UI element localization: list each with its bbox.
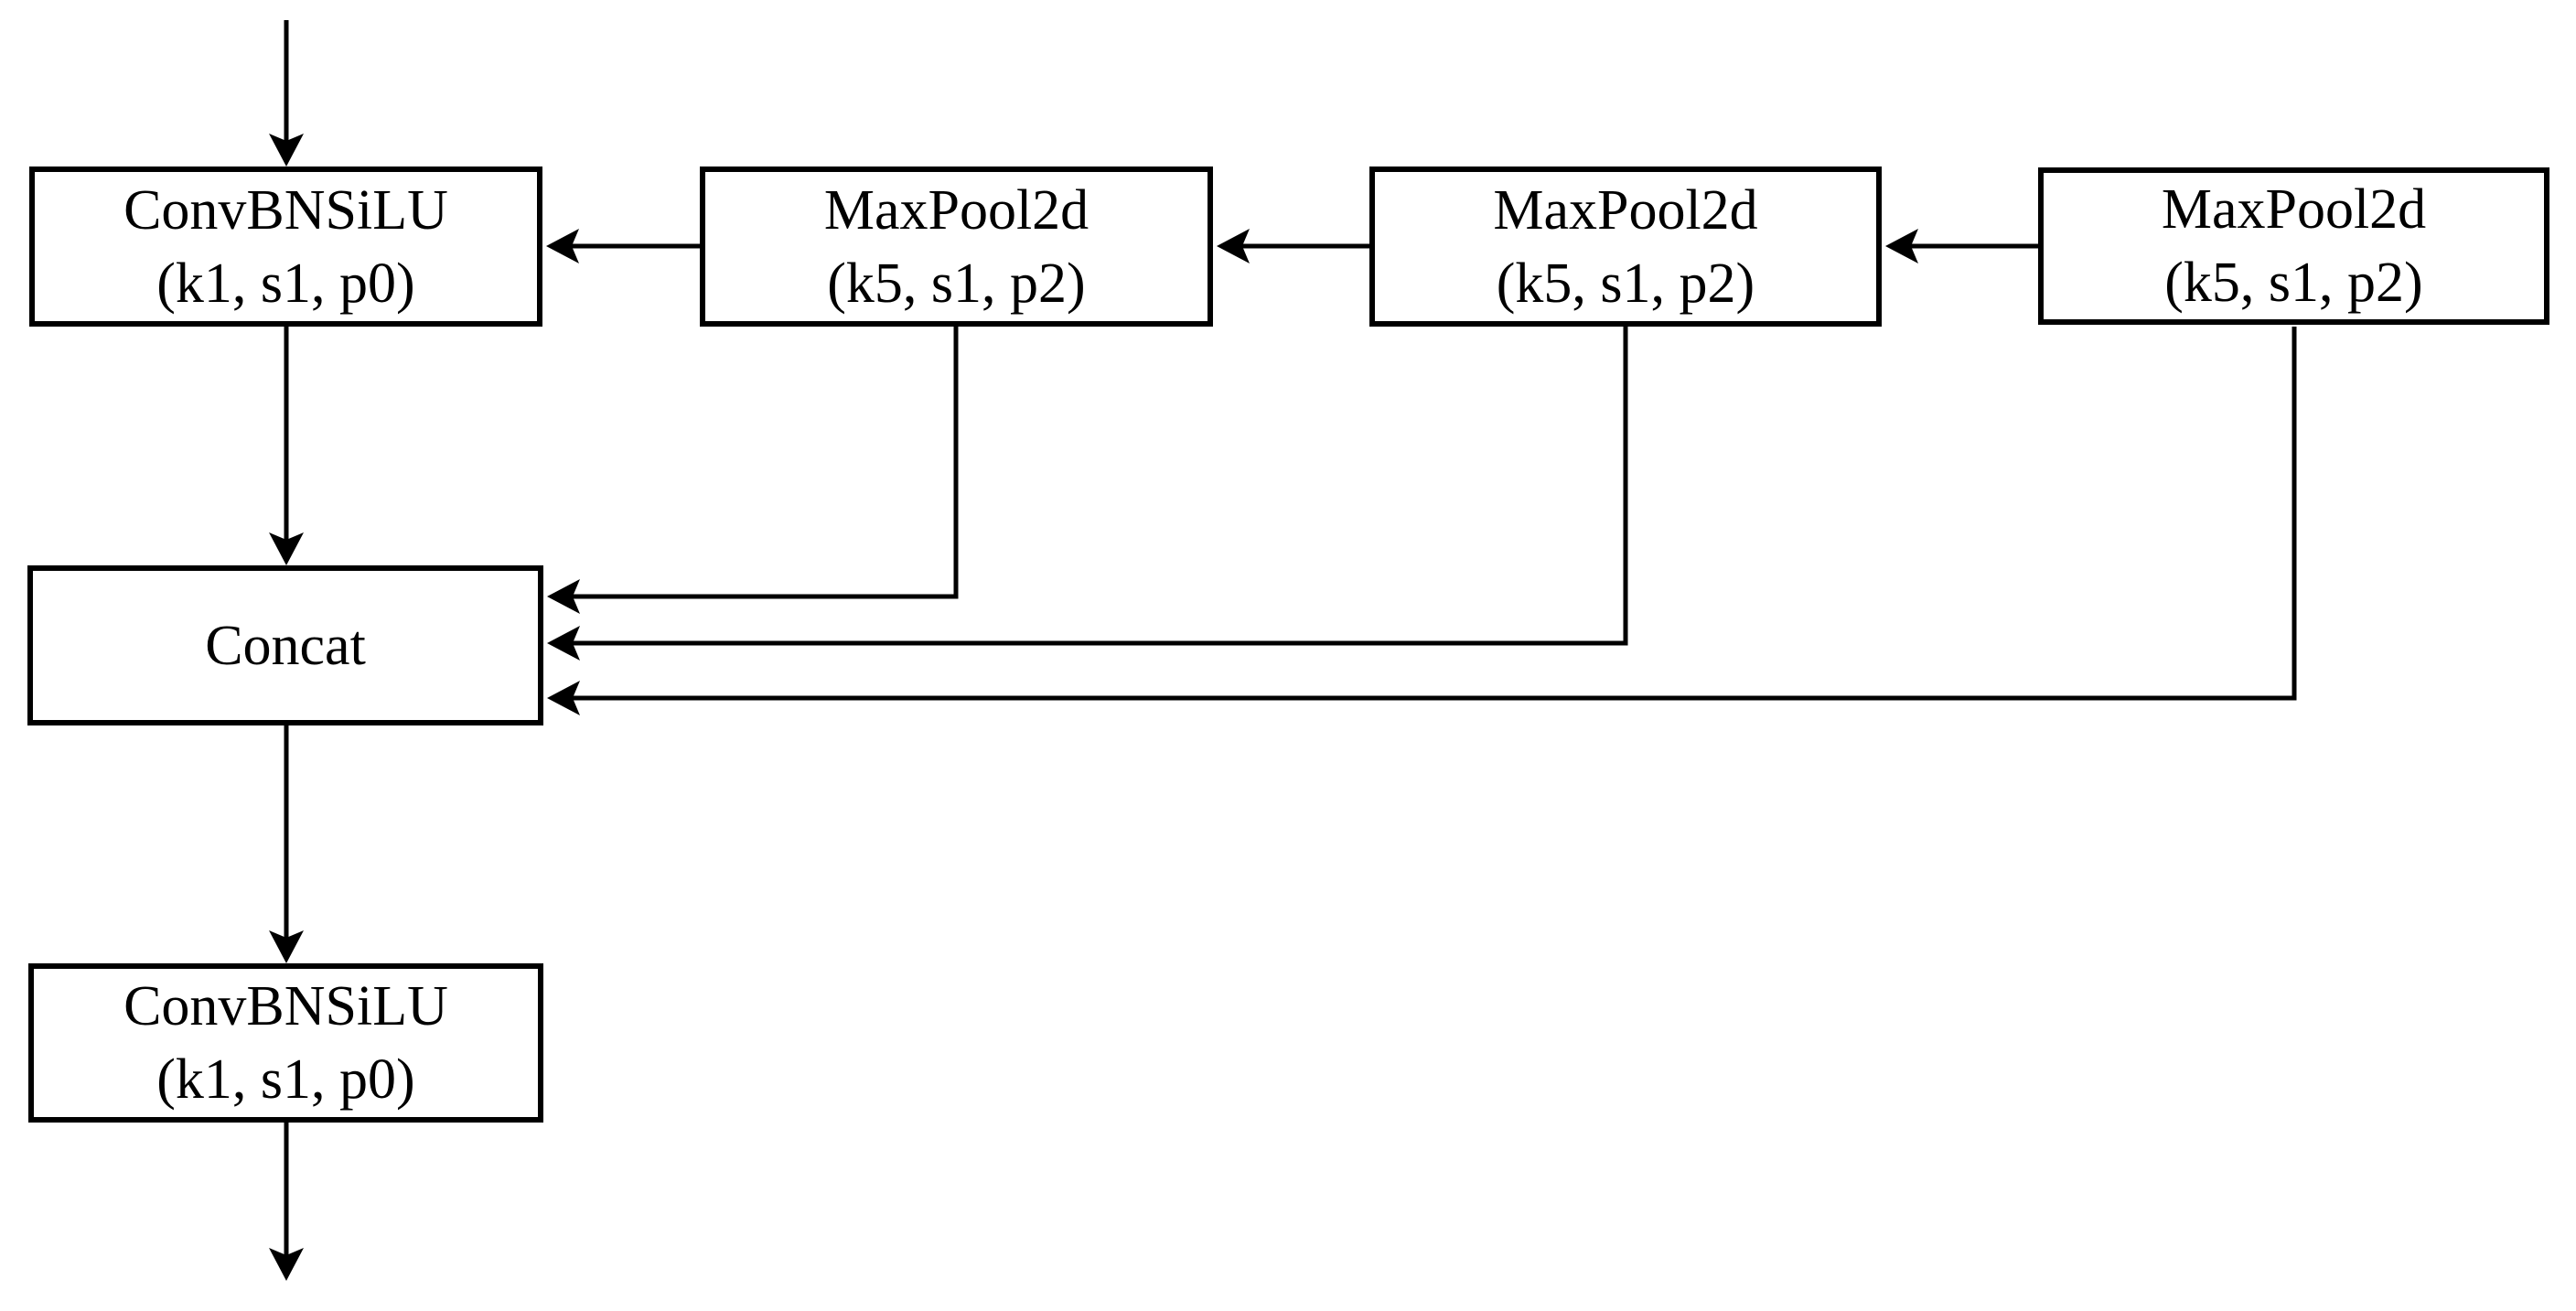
node-label: ConvBNSiLU	[123, 975, 448, 1037]
output-arrow-head	[269, 1248, 304, 1281]
node-convbnsilu-top: ConvBNSiLU (k1, s1, p0)	[29, 167, 542, 327]
arrow-conv-to-concat-head	[269, 532, 304, 565]
node-params: (k5, s1, p2)	[827, 252, 1086, 315]
node-params: (k5, s1, p2)	[1496, 252, 1755, 315]
node-convbnsilu-bottom: ConvBNSiLU (k1, s1, p0)	[28, 963, 543, 1123]
arrow-maxpool2-to-maxpool1-head	[1217, 229, 1250, 263]
arrow-maxpool3-to-concat-head	[547, 681, 580, 715]
node-maxpool2d-1: MaxPool2d (k5, s1, p2)	[700, 167, 1213, 327]
node-params: (k1, s1, p0)	[156, 252, 415, 315]
node-label: MaxPool2d	[823, 178, 1089, 242]
arrow-maxpool1-to-concat-shaft	[573, 327, 959, 599]
input-arrow-head	[269, 134, 304, 167]
node-label: Concat	[205, 614, 366, 677]
arrow-concat-to-conv-head	[269, 930, 304, 963]
arrow-maxpool3-to-concat-shaft	[573, 327, 2297, 701]
node-params: (k1, s1, p0)	[156, 1048, 415, 1111]
arrow-maxpool1-to-concat-head	[547, 579, 580, 614]
node-concat: Concat	[27, 565, 543, 725]
arrow-maxpool2-to-concat-shaft	[573, 327, 1628, 646]
node-label: MaxPool2d	[1493, 178, 1758, 242]
node-maxpool2d-2: MaxPool2d (k5, s1, p2)	[1369, 167, 1882, 327]
node-label: ConvBNSiLU	[123, 178, 448, 242]
node-label: MaxPool2d	[2161, 178, 2427, 241]
arrow-maxpool2-to-concat-head	[547, 626, 580, 661]
arrow-maxpool3-to-maxpool2-head	[1885, 229, 1918, 263]
node-params: (k5, s1, p2)	[2164, 252, 2423, 314]
node-maxpool2d-3: MaxPool2d (k5, s1, p2)	[2038, 167, 2549, 325]
arrow-maxpool1-to-conv-head	[546, 229, 579, 263]
